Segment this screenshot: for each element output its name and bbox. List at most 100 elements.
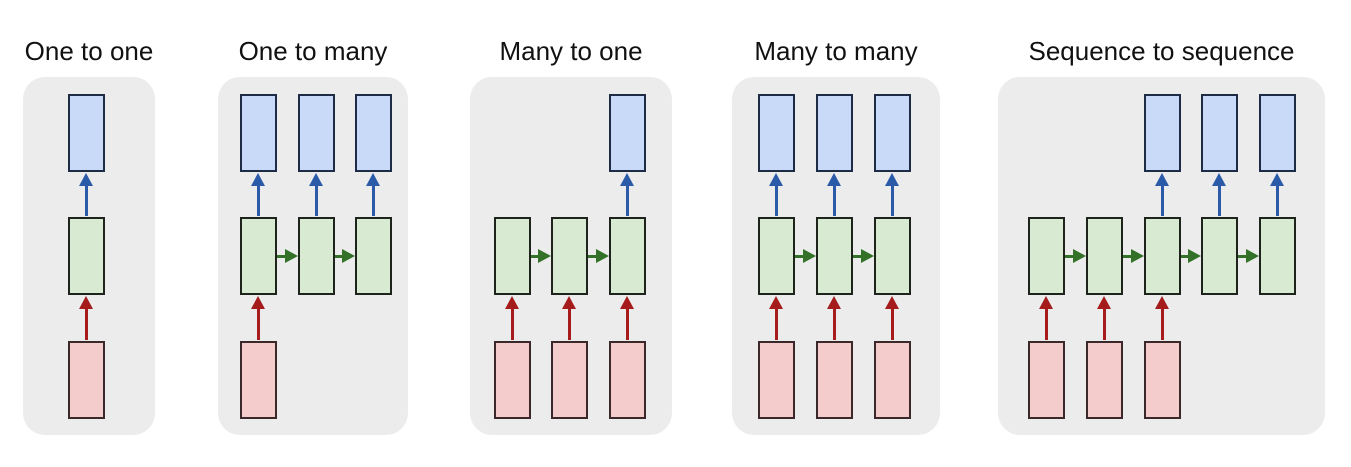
arrow-shaft: [587, 254, 599, 258]
arrow-head: [505, 296, 519, 309]
hidden-box: [1085, 217, 1123, 295]
hidden-box: [1258, 217, 1296, 295]
input-to-hidden-arrow: [620, 296, 634, 340]
arrow-head: [885, 173, 899, 186]
output-box: [1143, 94, 1181, 172]
hidden-to-output-arrow: [79, 173, 93, 216]
hidden-to-output-arrow: [1212, 173, 1226, 216]
arrow-head: [251, 296, 265, 309]
input-to-hidden-arrow: [79, 296, 93, 340]
hidden-to-output-arrow: [366, 173, 380, 216]
hidden-box: [757, 217, 795, 295]
arrow-shaft: [256, 183, 260, 216]
hidden-box: [1143, 217, 1181, 295]
arrow-shaft: [625, 183, 629, 216]
arrow-shaft: [314, 183, 318, 216]
recurrent-arrow: [530, 248, 551, 264]
arrow-head: [1187, 249, 1201, 263]
input-box: [873, 341, 911, 419]
hidden-box: [297, 217, 335, 295]
output-box: [1200, 94, 1238, 172]
recurrent-arrow: [587, 248, 609, 264]
arrow-shaft: [1064, 254, 1076, 258]
arrow-head: [79, 296, 93, 309]
hidden-box: [815, 217, 853, 295]
arrow-head: [1245, 249, 1259, 263]
arrow-shaft: [774, 306, 778, 340]
input-box: [550, 341, 588, 419]
arrow-shaft: [371, 183, 375, 216]
arrow-head: [1155, 296, 1169, 309]
arrow-head: [769, 296, 783, 309]
arrow-shaft: [1180, 254, 1191, 258]
hidden-box: [873, 217, 911, 295]
arrow-head: [562, 296, 576, 309]
arrow-head: [827, 173, 841, 186]
input-box: [608, 341, 646, 419]
arrow-head: [595, 249, 609, 263]
hidden-box: [239, 217, 277, 295]
hidden-box: [493, 217, 531, 295]
input-to-hidden-arrow: [251, 296, 265, 340]
hidden-to-output-arrow: [1155, 173, 1169, 216]
hidden-to-output-arrow: [769, 173, 783, 216]
arrow-shaft: [852, 254, 864, 258]
recurrent-arrow: [334, 248, 355, 264]
input-box: [493, 341, 531, 419]
input-box: [757, 341, 795, 419]
arrow-head: [341, 249, 355, 263]
hidden-box: [67, 217, 105, 295]
recurrent-arrow: [1064, 248, 1086, 264]
arrow-shaft: [256, 306, 260, 340]
recurrent-arrow: [1180, 248, 1201, 264]
input-to-hidden-arrow: [562, 296, 576, 340]
arrow-shaft: [84, 183, 88, 216]
input-to-hidden-arrow: [1097, 296, 1111, 340]
recurrent-arrow: [1122, 248, 1144, 264]
arrow-head: [827, 296, 841, 309]
recurrent-arrow: [852, 248, 874, 264]
output-box: [608, 94, 646, 172]
input-to-hidden-arrow: [1155, 296, 1169, 340]
hidden-box: [1027, 217, 1065, 295]
output-box: [297, 94, 335, 172]
arrow-shaft: [890, 306, 894, 340]
input-to-hidden-arrow: [505, 296, 519, 340]
arrow-shaft: [1160, 183, 1164, 216]
arrow-head: [769, 173, 783, 186]
panel-title-many-to-many: Many to many: [754, 36, 918, 66]
arrow-shaft: [774, 183, 778, 216]
recurrent-arrow: [276, 248, 298, 264]
recurrent-arrow: [1237, 248, 1259, 264]
arrow-shaft: [1217, 183, 1221, 216]
input-to-hidden-arrow: [827, 296, 841, 340]
arrow-shaft: [276, 254, 288, 258]
input-to-hidden-arrow: [769, 296, 783, 340]
arrow-shaft: [1160, 306, 1164, 340]
hidden-box: [354, 217, 392, 295]
arrow-shaft: [1237, 254, 1249, 258]
arrow-head: [1212, 173, 1226, 186]
arrow-shaft: [1122, 254, 1134, 258]
hidden-to-output-arrow: [620, 173, 634, 216]
arrow-shaft: [832, 306, 836, 340]
arrow-head: [885, 296, 899, 309]
arrow-head: [284, 249, 298, 263]
arrow-head: [79, 173, 93, 186]
output-box: [815, 94, 853, 172]
arrow-head: [1072, 249, 1086, 263]
hidden-to-output-arrow: [827, 173, 841, 216]
output-box: [354, 94, 392, 172]
panel-title-sequence-to-sequence: Sequence to sequence: [1028, 36, 1295, 66]
arrow-shaft: [832, 183, 836, 216]
arrow-head: [620, 296, 634, 309]
input-box: [1027, 341, 1065, 419]
input-box: [1143, 341, 1181, 419]
arrow-head: [251, 173, 265, 186]
output-box: [1258, 94, 1296, 172]
hidden-box: [1200, 217, 1238, 295]
arrow-head: [620, 173, 634, 186]
arrow-head: [309, 173, 323, 186]
input-box: [67, 341, 105, 419]
